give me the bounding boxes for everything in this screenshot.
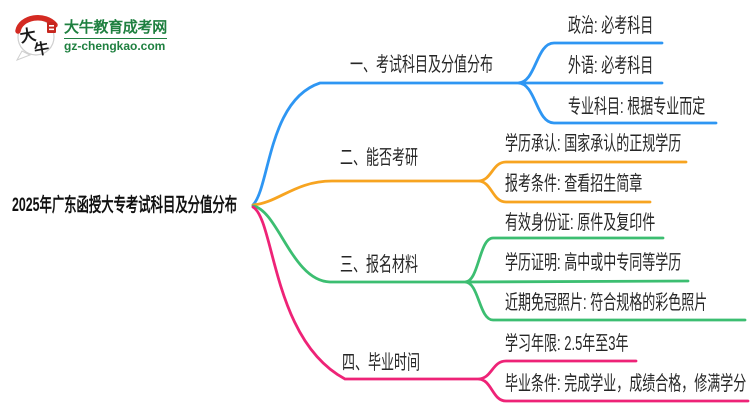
branch-line-materials: [251, 204, 747, 322]
svg-text:大: 大: [18, 25, 37, 46]
leaf-node-degree-recognition: 学历承认: 国家承认的正规学历: [505, 133, 682, 155]
leaf-node-application-conditions: 报考条件: 查看招生简章: [505, 173, 643, 195]
site-title: 大牛教育成考网: [64, 19, 167, 36]
branch-node-exam-subjects: 一、考试科目及分值分布: [350, 54, 493, 76]
site-logo-text: 大牛教育成考网 gz-chengkao.com: [64, 20, 167, 53]
leaf-node-major-subject: 专业科目: 根据专业而定: [568, 96, 706, 118]
leaf-node-politics: 政治: 必考科目: [568, 15, 654, 37]
site-domain: gz-chengkao.com: [64, 38, 167, 53]
branch-line-graduation: [251, 205, 750, 403]
leaf-node-photo: 近期免冠照片: 符合规格的彩色照片: [505, 292, 708, 314]
leaf-node-graduation-conditions: 毕业条件: 完成学业，成绩合格，修满学分: [505, 373, 747, 395]
site-logo: 大 牛 大牛教育成考网 gz-chengkao.com: [14, 10, 167, 62]
leaf-node-id-card: 有效身份证: 原件及复印件: [505, 212, 656, 234]
leaf-node-study-duration: 学习年限: 2.5年至3年: [505, 333, 629, 355]
branch-node-materials: 三、报名材料: [340, 254, 418, 276]
branch-line-postgrad: [251, 160, 688, 207]
branch-node-postgrad: 二、能否考研: [340, 147, 418, 169]
svg-text:牛: 牛: [33, 39, 51, 59]
branch-line-exam-subjects: [251, 41, 718, 207]
leaf-node-education-proof: 学历证明: 高中或中专同等学历: [505, 252, 682, 274]
daniu-ox-seal-icon: 大 牛: [15, 14, 58, 61]
root-node: 2025年广东函授大专考试科目及分值分布: [12, 195, 238, 216]
branch-node-graduation: 四、毕业时间: [342, 352, 420, 374]
leaf-node-foreign-language: 外语: 必考科目: [568, 55, 654, 77]
